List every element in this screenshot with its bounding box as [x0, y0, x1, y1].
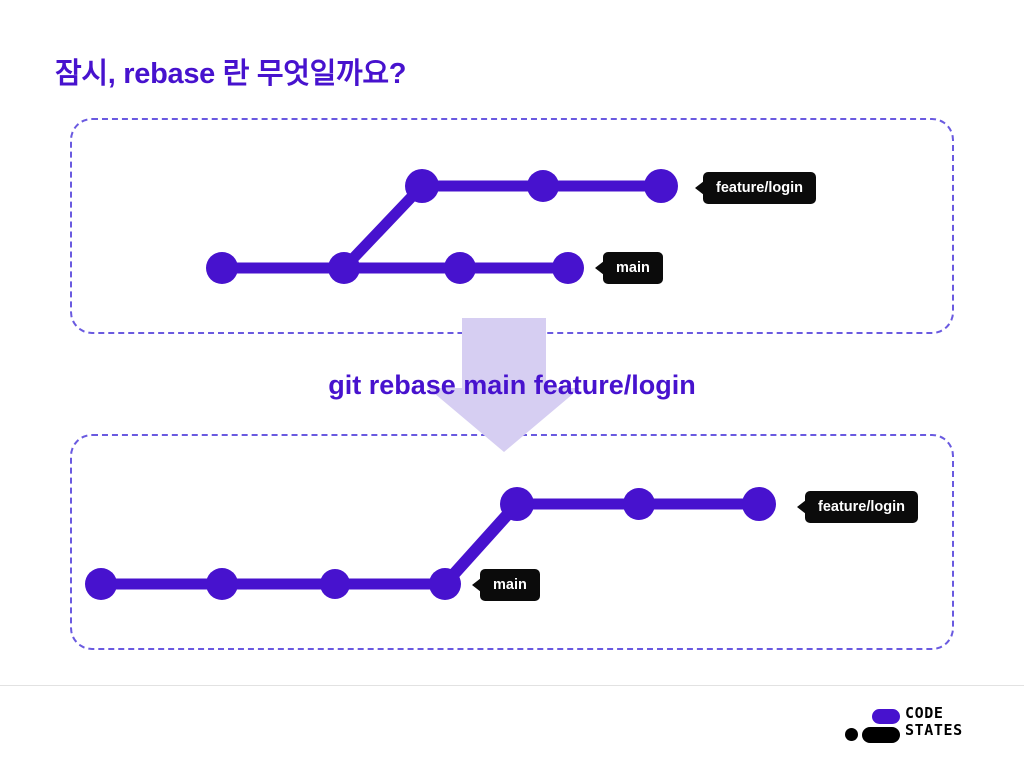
- after-feature-commit-node: [623, 488, 655, 520]
- before-feature-commit-node: [644, 169, 678, 203]
- before-branch-diverge-line: [338, 180, 428, 274]
- branch-label-main-before: main: [603, 252, 663, 284]
- footer-divider: [0, 685, 1024, 686]
- after-main-commit-node: [85, 568, 117, 600]
- after-branch-rebase-line: [439, 498, 523, 590]
- page-title: 잠시, rebase 란 무엇일까요?: [55, 58, 407, 90]
- branch-label-feature-login-after: feature/login: [805, 491, 919, 523]
- logo-pill-black: [862, 727, 900, 743]
- brand-wordmark-line2: STATES: [905, 721, 963, 739]
- after-main-commit-node: [206, 568, 238, 600]
- brand-logo: CODE STATES: [843, 703, 983, 749]
- down-arrow-icon: [428, 318, 580, 452]
- after-feature-branch-group: [500, 487, 776, 521]
- git-rebase-command-text: git rebase main feature/login: [328, 370, 696, 400]
- before-main-commit-node: [444, 252, 476, 284]
- before-main-commit-node: [328, 252, 360, 284]
- after-feature-commit-node: [500, 487, 534, 521]
- after-main-commit-node: [429, 568, 461, 600]
- brand-wordmark: CODE STATES: [905, 705, 963, 739]
- logo-dot-black: [845, 728, 858, 741]
- brand-wordmark-line1: CODE: [905, 704, 944, 722]
- codestates-logo-icon: [843, 707, 905, 745]
- after-main-commit-node: [320, 569, 350, 599]
- before-main-commit-node: [206, 252, 238, 284]
- after-main-branch-group: [85, 498, 523, 600]
- before-main-branch-group: [206, 180, 584, 284]
- after-feature-commit-node: [742, 487, 776, 521]
- before-main-commit-node: [552, 252, 584, 284]
- branch-label-feature-login-before: feature/login: [703, 172, 817, 204]
- logo-pill-purple: [872, 709, 900, 724]
- before-feature-commit-node: [405, 169, 439, 203]
- before-feature-branch-group: [405, 169, 678, 203]
- before-feature-commit-node: [527, 170, 559, 202]
- branch-label-main-after: main: [480, 569, 540, 601]
